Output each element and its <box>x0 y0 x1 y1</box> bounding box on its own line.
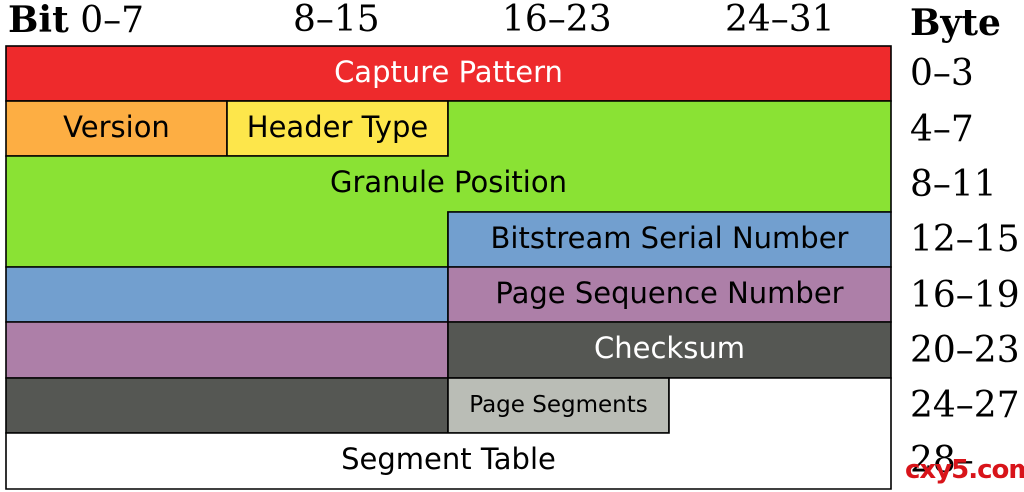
header-type-label: Header Type <box>246 110 429 144</box>
checksum-label: Checksum <box>594 331 745 365</box>
segment-table-field <box>5 377 892 490</box>
byte-offset-3: 12–15 <box>910 219 1020 260</box>
byte-offset-1: 4–7 <box>910 109 974 150</box>
page-sequence-number-label: Page Sequence Number <box>495 276 844 310</box>
watermark: cxy5.com <box>905 455 1024 485</box>
byte-offset-6: 24–27 <box>910 385 1020 426</box>
bit-range-0: 0–7 <box>80 0 144 41</box>
page-segments-label: Page Segments <box>469 392 648 418</box>
byte-offset-5: 20–23 <box>910 330 1020 371</box>
byte-offset-4: 16–19 <box>910 275 1020 316</box>
bit-range-2: 16–23 <box>502 0 612 40</box>
granule-position-label: Granule Position <box>330 165 567 199</box>
byte-offset-0: 0–3 <box>910 53 974 94</box>
version-label: Version <box>63 110 170 144</box>
bit-header: Bit 0–7 <box>8 0 144 43</box>
capture-pattern-field <box>5 45 892 102</box>
bit-range-3: 24–31 <box>725 0 835 40</box>
byte-header-label: Byte <box>910 2 1001 44</box>
byte-offset-7: 28– <box>910 440 974 481</box>
bit-range-1: 8–15 <box>293 0 380 40</box>
segment-table-label: Segment Table <box>341 442 556 476</box>
byte-offset-2: 8–11 <box>910 164 997 205</box>
capture-pattern-label: Capture Pattern <box>334 55 563 89</box>
page-segments-field <box>447 377 670 434</box>
bit-header-label: Bit <box>8 0 69 41</box>
header-type-field <box>226 100 449 157</box>
bitstream-serial-number-label: Bitstream Serial Number <box>490 221 849 255</box>
